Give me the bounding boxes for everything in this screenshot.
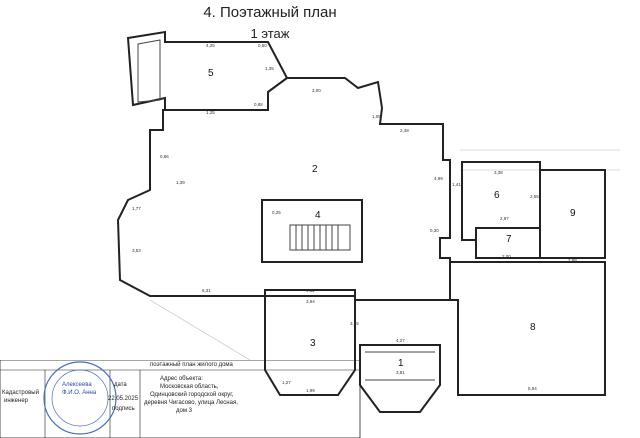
room-label-2: 2: [312, 164, 318, 175]
dim-label: 3,53: [132, 248, 141, 253]
title-block-frame: [0, 360, 361, 438]
room-label-7: 7: [506, 234, 512, 245]
room-label-4: 4: [315, 210, 321, 221]
dim-label: 0,30: [430, 228, 439, 233]
room-label-6: 6: [494, 190, 500, 201]
title-block: поэтажный план жилого дома Кадастровый и…: [0, 360, 640, 438]
wall-room-1-steps: [365, 351, 435, 381]
wall-room-5-inner: [137, 39, 161, 103]
floor-subtitle: 1 этаж: [250, 26, 290, 41]
room-label-1: 1: [398, 358, 404, 369]
wall-room-9: [539, 169, 606, 259]
dim-label: 4,27: [396, 338, 405, 343]
room-label-3: 3: [310, 338, 316, 349]
room-label-9: 9: [570, 208, 576, 219]
staircase: [289, 224, 351, 251]
dim-label: 1,27: [282, 380, 291, 385]
room-label-5: 5: [208, 68, 214, 79]
dim-label: 4,99: [434, 176, 443, 181]
dim-label: 2,89: [568, 258, 577, 263]
dim-label: 2,00: [502, 254, 511, 259]
address-line-2: Одинцовский городской округ,: [150, 392, 234, 398]
plan-title: 4. Поэтажный план: [203, 4, 337, 21]
dim-label: 0,50: [258, 43, 267, 48]
title-block-name: Алексеева: [62, 382, 92, 388]
wall-room-8: [449, 261, 606, 396]
dim-label: 2,55: [530, 194, 539, 199]
dim-label: 2,48: [400, 128, 409, 133]
dim-label: 1,99: [306, 388, 315, 393]
dim-label: 0,88: [254, 102, 263, 107]
title-block-initials: Ф.И.О. Анна: [62, 390, 97, 396]
wall-room-4: [261, 199, 363, 263]
address-line-3: деревня Чигасово, улица Лесная,: [144, 400, 238, 406]
dim-label: 1,25: [206, 110, 215, 115]
title-block-sign-label: подпись: [112, 406, 135, 412]
dim-label: 2,97: [500, 216, 509, 221]
dim-label: 3,05: [350, 321, 359, 326]
title-block-caption: поэтажный план жилого дома: [150, 362, 233, 368]
address-line-4: дом 3: [176, 408, 192, 414]
dim-label: 3,00: [312, 88, 321, 93]
dim-label: 1,77: [132, 206, 141, 211]
seal-icon: [43, 361, 117, 435]
background-lines: [149, 149, 620, 361]
dim-label: 3,38: [494, 170, 503, 175]
dim-label: 6,31: [202, 288, 211, 293]
dim-label: 1,35: [265, 66, 274, 71]
room-label-8: 8: [530, 322, 536, 333]
title-block-date: 22.05.2025: [108, 396, 139, 402]
dim-label: 0,25: [272, 210, 281, 215]
dim-label: 1,39: [176, 180, 185, 185]
address-label: Адрес объекта:: [160, 376, 203, 382]
dim-label: 3,81: [396, 370, 405, 375]
title-block-role-1: Кадастровый: [2, 390, 39, 396]
title-block-date-label: дата: [114, 382, 127, 388]
title-block-role-2: инженер: [4, 398, 29, 404]
dimension-labels: 4,25 0,50 1,35 3,00 0,88 1,05 4,99 2,48 …: [132, 43, 577, 393]
dim-label: 3,94: [306, 299, 315, 304]
dim-label: 4,11: [306, 288, 315, 293]
dim-label: 0,86: [160, 154, 169, 159]
address-line-1: Московская область,: [160, 384, 219, 390]
dim-label: 1,05: [372, 114, 381, 119]
dim-label: 4,25: [206, 43, 215, 48]
dim-label: 5,94: [528, 386, 537, 391]
dim-label: 1,41: [452, 182, 461, 187]
wall-main-hall: [116, 77, 451, 301]
